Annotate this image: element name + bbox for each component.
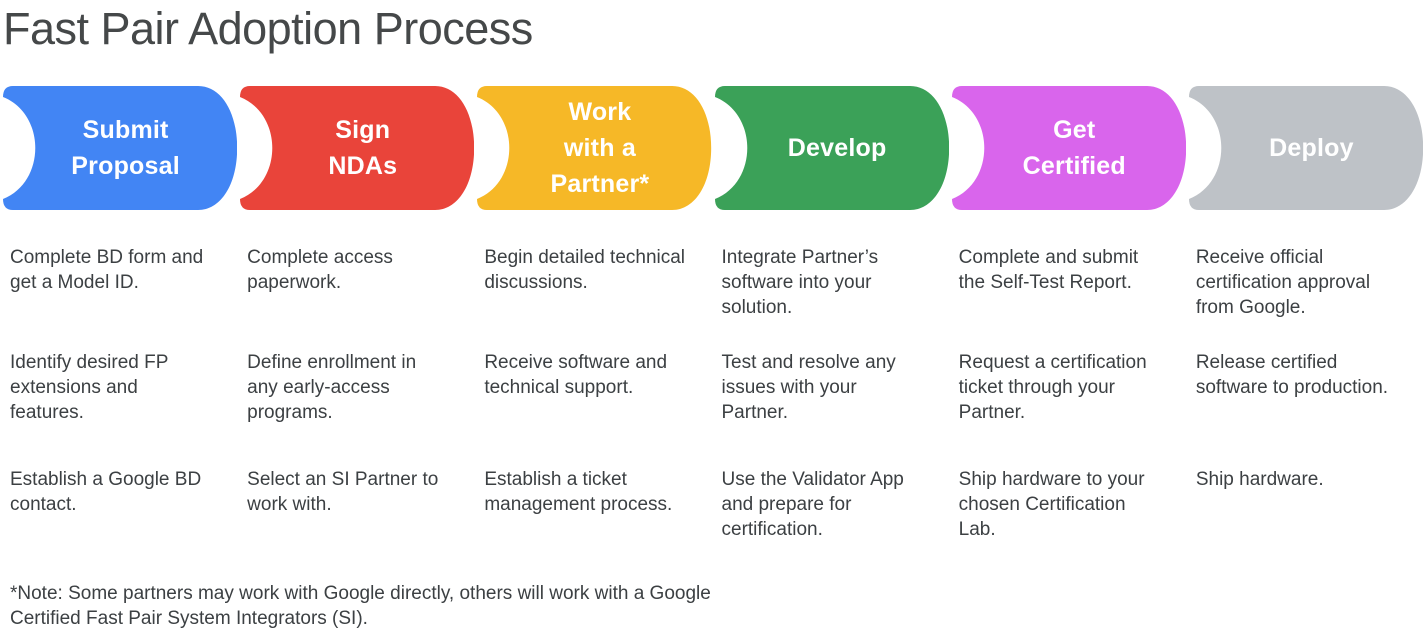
stage-step-text: Complete and submit the Self-Test Report… xyxy=(958,247,1139,293)
stage-ribbon-shape xyxy=(477,86,712,210)
stage-ribbon-shape xyxy=(3,86,238,210)
stage-ribbon-shape xyxy=(714,86,949,210)
ribbon-shape-path xyxy=(477,86,712,210)
stage-ribbon-shape xyxy=(240,86,475,210)
stage-banner-sign-ndas: Sign NDAs xyxy=(237,86,475,210)
stage-ribbon-shape xyxy=(951,86,1186,210)
stage-banner-work-with-partner: Work with a Partner* xyxy=(474,86,712,210)
stage-banner-submit-proposal: Submit Proposal xyxy=(0,86,238,210)
stage-label: Develop xyxy=(787,134,887,162)
stage-step-text: Select an SI Partner to work with. xyxy=(247,469,439,515)
stage-step-text: Receive software and technical support. xyxy=(484,352,668,398)
stage-label: Get Certified xyxy=(1022,116,1126,180)
stage-step-text: Request a certification ticket through y… xyxy=(958,352,1147,423)
stage-step-text: Establish a ticket management process. xyxy=(484,469,673,515)
ribbon-shape-path xyxy=(714,86,949,210)
stage-ribbon-shape xyxy=(1188,86,1423,210)
stage-steps-grid: Complete BD form and get a Model ID. Ide… xyxy=(0,245,1423,542)
ribbon-shape-path xyxy=(951,86,1186,210)
ribbon-shape-path xyxy=(240,86,475,210)
stage-step-text: Complete BD form and get a Model ID. xyxy=(10,247,204,293)
stage-step-text: Ship hardware to your chosen Certificati… xyxy=(958,469,1145,540)
stage-step-text: Integrate Partner’s software into your s… xyxy=(721,247,879,318)
footnote: *Note: Some partners may work with Googl… xyxy=(10,583,711,629)
stage-step-text: Begin detailed technical discussions. xyxy=(484,247,686,293)
stage-step-text: Define enrollment in any early-access pr… xyxy=(247,352,417,423)
stage-label: Sign NDAs xyxy=(328,116,398,180)
stage-label: Work with a Partner* xyxy=(550,98,650,198)
stage-step-text: Receive official certification approval … xyxy=(1195,247,1371,318)
process-banner-row: Submit Proposal Sign NDAs Work with a Pa… xyxy=(0,86,1423,210)
page-title: Fast Pair Adoption Process xyxy=(3,3,533,54)
stage-step-text: Complete access paperwork. xyxy=(247,247,393,293)
ribbon-shape-path xyxy=(3,86,238,210)
stage-step-text: Ship hardware. xyxy=(1195,469,1324,490)
ribbon-shape-path xyxy=(1188,86,1423,210)
stage-step-text: Identify desired FP extensions and featu… xyxy=(10,352,169,423)
stage-step-text: Release certified software to production… xyxy=(1195,352,1389,398)
stage-step-text: Establish a Google BD contact. xyxy=(10,469,202,515)
stage-step-text: Use the Validator App and prepare for ce… xyxy=(721,469,904,540)
stage-banner-get-certified: Get Certified xyxy=(949,86,1186,210)
stage-banner-deploy: Deploy xyxy=(1186,86,1423,210)
stage-banner-develop: Develop xyxy=(712,86,949,210)
stage-step-text: Test and resolve any issues with your Pa… xyxy=(721,352,896,423)
stage-label: Deploy xyxy=(1269,134,1354,162)
stage-label: Submit Proposal xyxy=(71,116,180,180)
